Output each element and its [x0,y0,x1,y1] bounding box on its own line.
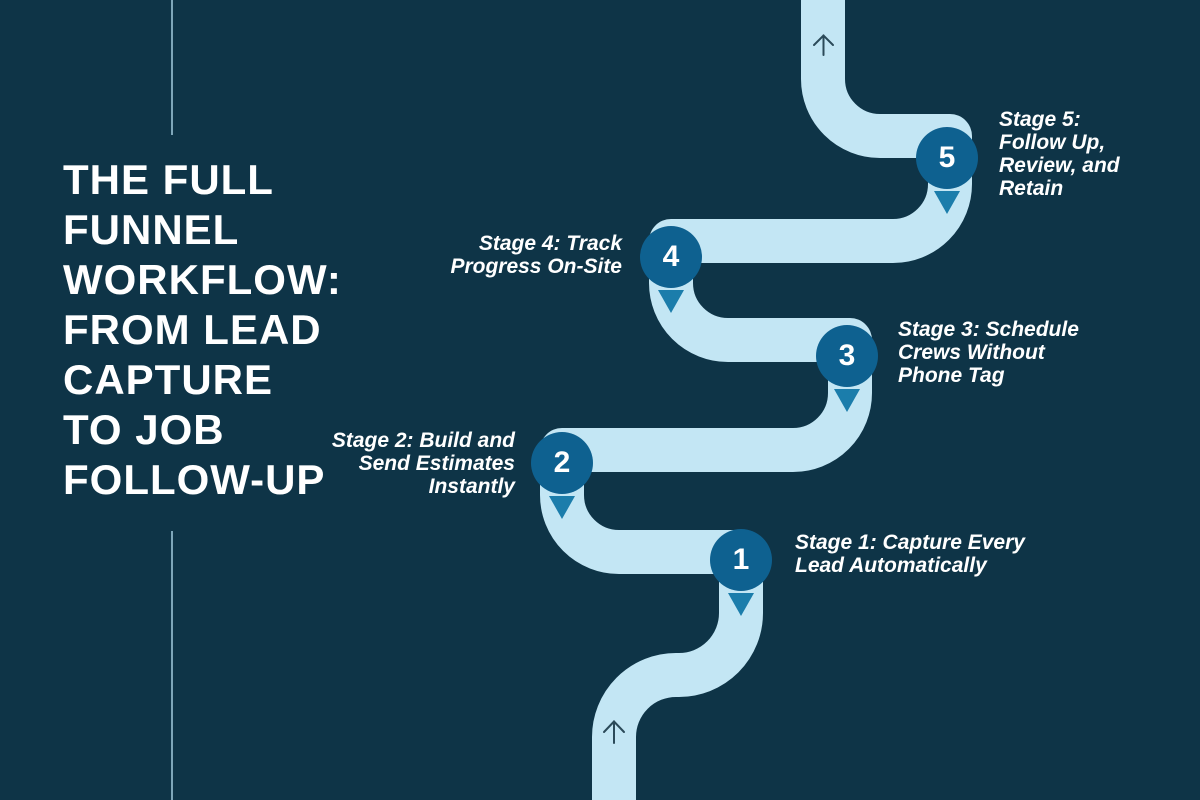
snake-path [540,0,972,800]
stage-label-3: Stage 3: Schedule Crews Without Phone Ta… [898,318,1079,387]
stage-node-2 [531,432,593,494]
stage-pointer-1 [728,593,754,616]
stage-number-3: 3 [838,339,856,372]
stage-number-1: 1 [732,543,750,576]
stage-label-5: Stage 5: Follow Up, Review, and Retain [999,108,1120,200]
stage-pointer-5 [934,191,960,214]
stage-number-2: 2 [553,446,571,479]
stage-node-1 [710,529,772,591]
page-title: THE FULL FUNNEL WORKFLOW: FROM LEAD CAPT… [63,156,342,503]
exit-up-arrow-icon [813,34,834,56]
accent-line-bottom [171,531,173,800]
stage-node-4 [640,226,702,288]
stage-number-4: 4 [662,240,680,273]
stage-node-3 [816,325,878,387]
stage-node-5 [916,127,978,189]
stage-label-4: Stage 4: Track Progress On-Site [450,232,622,278]
stage-label-1: Stage 1: Capture Every Lead Automaticall… [795,531,1025,577]
stage-pointer-3 [834,389,860,412]
stage-number-5: 5 [938,141,956,174]
accent-line-top [171,0,173,135]
stage-label-2: Stage 2: Build and Send Estimates Instan… [331,429,515,498]
stage-pointer-4 [658,290,684,313]
entry-up-arrow-icon [603,720,625,744]
stage-pointer-2 [549,496,575,519]
